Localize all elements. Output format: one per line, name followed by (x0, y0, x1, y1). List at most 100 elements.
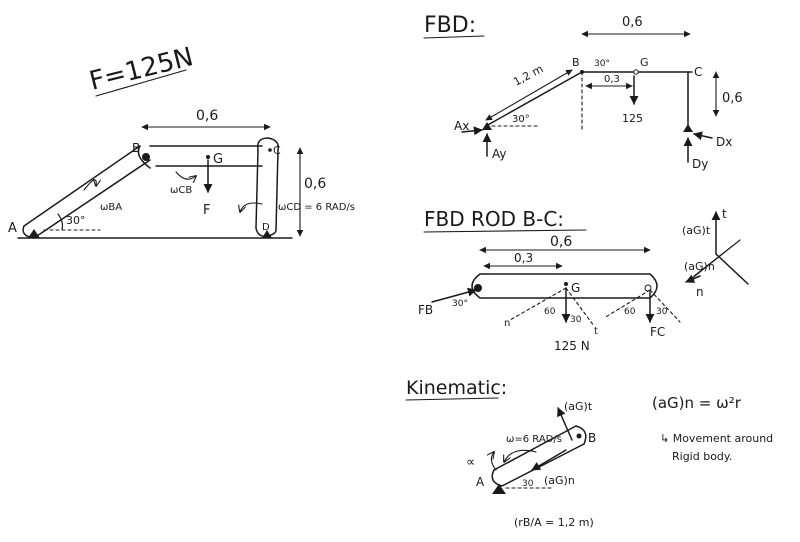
kinematic-alpha-arc (491, 452, 497, 471)
angle-arc (57, 213, 64, 231)
kinematic-at-label: (aG)t (564, 400, 593, 413)
kinematic-title-underline (405, 397, 499, 401)
rod-angle-30b: 30 (656, 307, 668, 317)
kinematic-angle: 30 (522, 479, 534, 489)
kinematic-alpha-label: ∝ (466, 455, 475, 470)
fbd-support-d (683, 124, 693, 132)
label-d: D (262, 222, 270, 233)
fbd-rod-diagram: FBD ROD B-C: 0,6 0,3 G FB 30° 125 N n t … (418, 207, 749, 353)
kinematic-note-2: Rigid body. (672, 450, 732, 463)
fbd-label-b: B (572, 56, 580, 69)
rod-angle-b: 30° (452, 299, 468, 309)
kinematic-pin-b (576, 433, 582, 439)
kinematic-label-a: A (476, 475, 485, 489)
rod-c-n-axis (603, 289, 651, 319)
rod-angle-30a: 30 (570, 315, 582, 325)
omega-cd-arc (240, 202, 263, 212)
link-ab (23, 145, 151, 239)
fbd-rod-title: FBD ROD B-C: (424, 207, 564, 231)
fbd-label-dx: Dx (716, 135, 732, 149)
dim-length-label: 0,6 (196, 108, 218, 124)
mechanism-diagram: F=125N A 30° B C D G F 0,6 (8, 42, 355, 239)
kinematic-omega-label: ω=6 RAD/s (506, 434, 562, 445)
rod-c-t-axis (649, 289, 681, 323)
axis-n-arrow (685, 274, 701, 283)
pin-a (28, 229, 40, 238)
fbd-load-label: 125 (622, 112, 643, 125)
force-title: F=125N (86, 42, 196, 97)
label-g: G (213, 152, 223, 167)
kinematic-formula: (aG)n = ω²r (652, 394, 742, 412)
fbd-dim-cd-label: 0,6 (722, 91, 743, 106)
kinematic-at-arrow (557, 407, 573, 441)
joint-c-shape (256, 137, 280, 151)
label-a: A (8, 221, 17, 236)
fbd-dx-arrow (693, 131, 713, 141)
angle-label: 30° (66, 214, 86, 227)
kinematic-rod-end-b (575, 425, 587, 445)
pin-c (268, 148, 272, 152)
rod-label-g: G (571, 281, 580, 295)
fbd-rod-ab (485, 71, 583, 127)
kinematic-diagram: Kinematic: B A 30 (aG)t (aG)n ω=6 RAD/s … (405, 377, 773, 529)
fbd-title-underline (423, 35, 485, 39)
fbd-dim-top-label: 0,6 (622, 15, 643, 30)
omega-cb-arc (175, 171, 196, 179)
kinematic-an-arrow (531, 449, 567, 471)
omega-ba-label: ωBA (100, 202, 122, 213)
rod-g-t-axis (565, 287, 595, 327)
kinematic-note-1: ↳ Movement around (660, 432, 773, 445)
point-g (206, 155, 210, 159)
accel-n-label: (aG)n (684, 260, 715, 273)
axis-diag (715, 253, 749, 285)
label-c: C (273, 144, 281, 157)
axis-t-label: t (722, 207, 727, 221)
omega-cd-label: ωCD = 6 RAD/s (278, 202, 355, 213)
link-bc (149, 145, 263, 167)
fbd-diagram: FBD: 0,6 1,2 m 30° Ax Ay B 30° G 0,3 125… (423, 13, 743, 171)
fbd-ax-arrow (461, 126, 483, 136)
fbd-dim-bg-label: 0,3 (604, 74, 620, 85)
fbd-label-c: C (694, 65, 702, 79)
accel-t-label: (aG)t (682, 224, 711, 237)
rod-fb-arrow (431, 287, 477, 303)
rod-label-fc: FC (650, 325, 665, 339)
label-b: B (132, 141, 140, 155)
fbd-support-a (482, 122, 492, 130)
rod-point-g (564, 282, 568, 286)
kinematic-an-label: (aG)n (544, 474, 575, 487)
omega-ba-arc (83, 180, 96, 191)
rod-label-fb: FB (418, 303, 433, 317)
rod-dim-half-label: 0,3 (514, 251, 533, 265)
kinematic-support-a (492, 484, 506, 494)
rod-label-t: t (594, 326, 598, 337)
fbd-label-ay: Ay (492, 147, 507, 161)
kinematic-label-b: B (588, 431, 596, 445)
axis-t-line-2 (689, 239, 741, 281)
fbd-label-g: G (640, 56, 649, 69)
rod-bc-body (471, 273, 658, 299)
fbd-label-dy: Dy (692, 157, 708, 171)
pin-b (142, 153, 150, 161)
rod-angle-60a: 60 (544, 307, 556, 317)
rod-angle-60b: 60 (624, 307, 636, 317)
rod-load-label: 125 N (554, 339, 590, 353)
fbd-point-g (633, 69, 639, 75)
kinematic-omega-arc (504, 449, 537, 462)
kinematic-title: Kinematic: (406, 377, 507, 399)
fbd-rod-title-underline (423, 229, 587, 233)
fbd-angle-b: 30° (594, 59, 610, 69)
rod-g-n-axis (509, 287, 567, 321)
omega-cb-label: ωCB (170, 185, 192, 196)
kinematic-radius: (rB/A = 1,2 m) (514, 516, 594, 529)
dim-height-label: 0,6 (304, 176, 326, 192)
fbd-angle-a: 30° (512, 114, 530, 125)
pin-d (262, 230, 272, 238)
title-underline (95, 69, 187, 97)
fbd-label-ax: Ax (454, 119, 469, 133)
kinematic-rod-end-a (491, 469, 503, 487)
axis-n-label: n (696, 285, 704, 299)
fbd-dim-ab-label: 1,2 m (511, 62, 545, 88)
rod-dim-total-label: 0,6 (550, 234, 572, 250)
